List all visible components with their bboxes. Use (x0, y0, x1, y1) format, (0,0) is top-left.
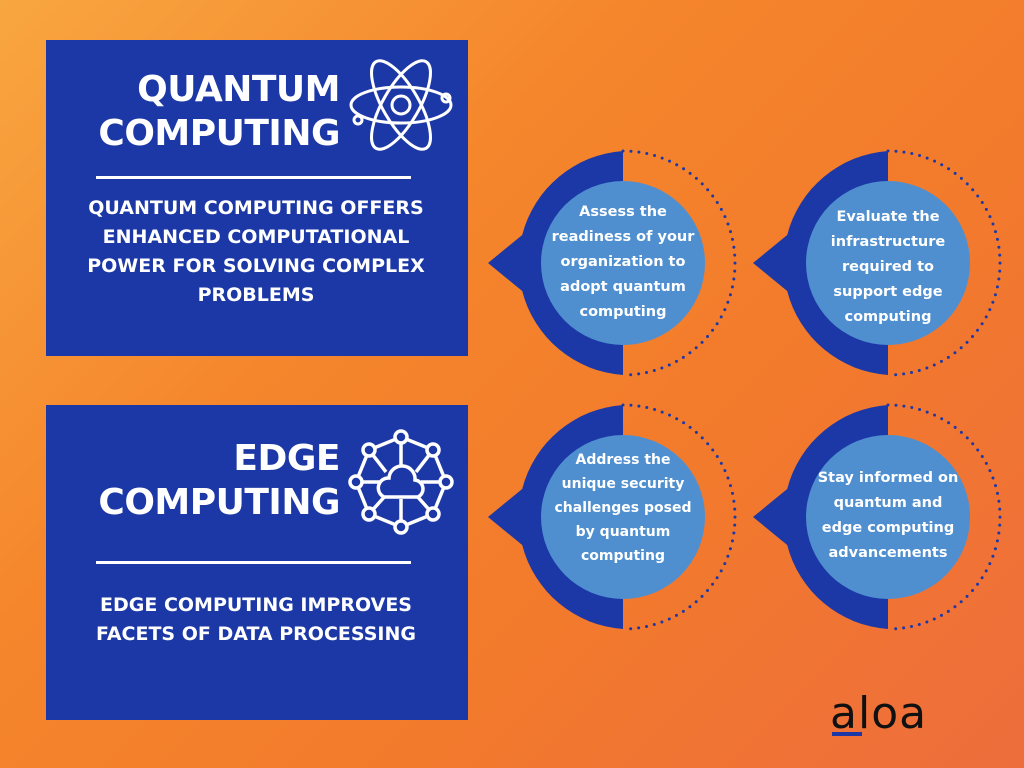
inner-circle (806, 435, 970, 599)
atom-icon (349, 59, 453, 151)
inner-circle (541, 181, 705, 345)
quantum-computing-panel: QUANTUM COMPUTING QUANTUM COMPUTING OFFE… (46, 40, 468, 356)
logo-underline (832, 732, 862, 736)
step-text: Assess the readiness of your organizatio… (551, 204, 695, 320)
title-line: EDGE (233, 438, 340, 479)
inner-circle (541, 435, 705, 599)
dotted-arc (621, 403, 737, 631)
dotted-arc (886, 403, 1002, 631)
edge-title: EDGE COMPUTING (98, 437, 340, 525)
dotted-arc (886, 149, 1002, 377)
divider (96, 176, 411, 179)
title-line: COMPUTING (98, 113, 340, 154)
inner-circle (806, 181, 970, 345)
quantum-description: QUANTUM COMPUTING OFFERS ENHANCED COMPUT… (87, 197, 425, 306)
edge-description: EDGE COMPUTING IMPROVES FACETS OF DATA P… (96, 594, 416, 645)
dotted-arc (621, 149, 737, 377)
step-circle (488, 403, 737, 631)
step-circle (753, 403, 1002, 631)
step-circle (488, 149, 737, 377)
step-text: Address the unique security challenges p… (554, 452, 692, 564)
step-text: Evaluate the infrastructure required to … (830, 209, 946, 325)
step-text: Stay informed on quantum and edge comput… (817, 470, 959, 561)
divider (96, 561, 411, 564)
step-circle (753, 149, 1002, 377)
aloa-logo: aloa (830, 688, 928, 739)
network-cloud-icon (348, 429, 454, 535)
title-line: COMPUTING (98, 482, 340, 523)
title-line: QUANTUM (137, 69, 340, 110)
quantum-title: QUANTUM COMPUTING (98, 68, 340, 156)
edge-computing-panel: EDGE COMPUTING EDGE COMPUTING IMPROVES F… (46, 405, 468, 720)
